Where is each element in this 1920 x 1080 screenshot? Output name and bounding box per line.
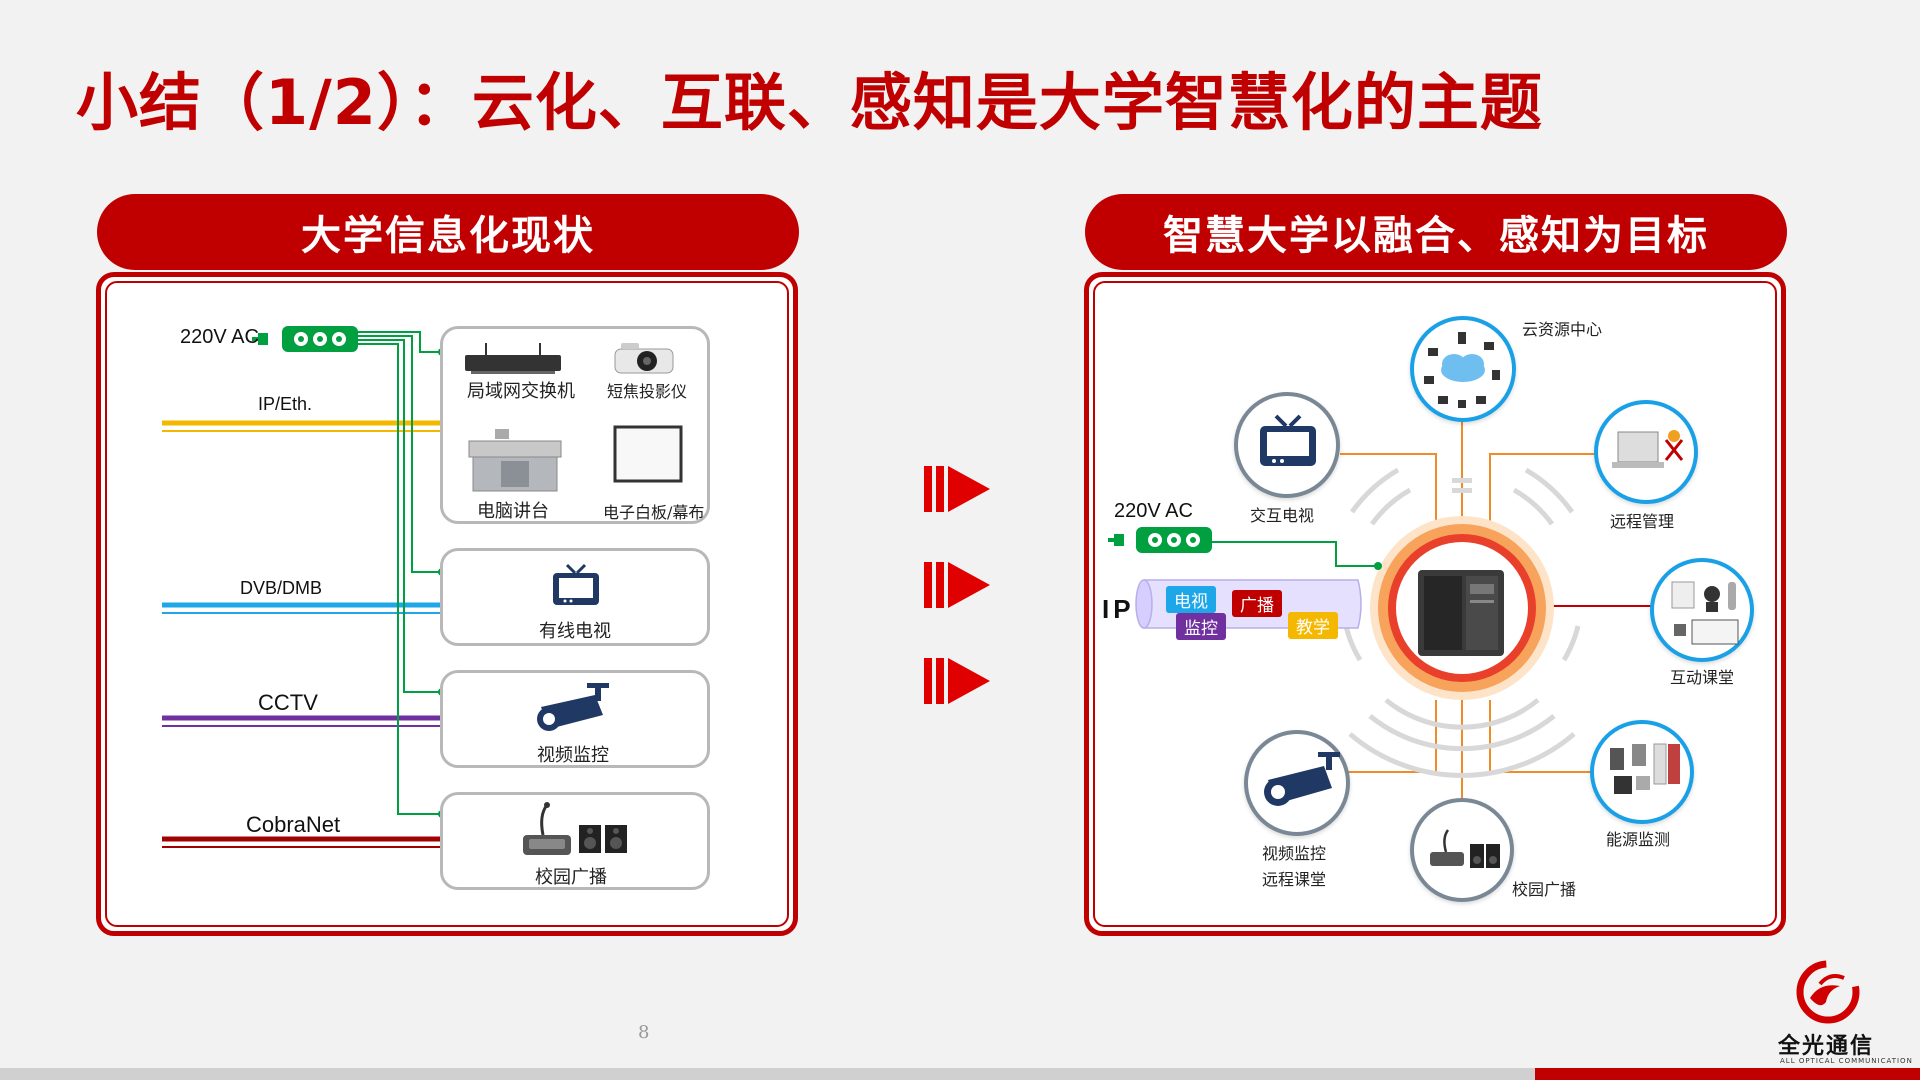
company-logo-icon bbox=[1796, 960, 1860, 1024]
interactive-classroom-label: 互动课堂 bbox=[1670, 668, 1735, 687]
tv-icon bbox=[553, 563, 599, 605]
cable-tv-box: 有线电视 bbox=[440, 548, 710, 646]
energy-monitoring-label: 能源监测 bbox=[1606, 830, 1671, 849]
video-surveillance-label: 视频监控 bbox=[537, 745, 609, 766]
ip-tube-label: IP bbox=[1102, 594, 1135, 624]
switch-icon bbox=[465, 343, 561, 374]
laptop-icon bbox=[1612, 430, 1684, 468]
campus-broadcast-node bbox=[1410, 798, 1514, 902]
cobranet-line-label: CobraNet bbox=[246, 812, 341, 837]
arrow-icon bbox=[924, 466, 990, 512]
footer-bar bbox=[0, 1068, 1920, 1080]
cctv-line-label: CCTV bbox=[258, 690, 318, 715]
power-wire-4 bbox=[356, 343, 442, 815]
left-power-label: 220V AC bbox=[180, 326, 259, 348]
microphone-icon bbox=[523, 802, 571, 855]
pill-tv: 电视 bbox=[1166, 586, 1216, 613]
projector-label: 短焦投影仪 bbox=[607, 382, 688, 401]
energy-monitoring-node bbox=[1590, 720, 1694, 824]
campus-broadcast-label: 校园广播 bbox=[535, 867, 607, 888]
switch-label: 局域网交换机 bbox=[467, 381, 575, 402]
power-wire-2 bbox=[356, 335, 442, 573]
broadcast-icon bbox=[1430, 829, 1500, 868]
whiteboard-label: 电子白板/幕布 bbox=[603, 503, 705, 522]
power-wire-3 bbox=[356, 339, 442, 693]
page-title: 小结（1/2）：云化、互联、感知是大学智慧化的主题 bbox=[76, 66, 1543, 139]
campus-broadcast-node-label: 校园广播 bbox=[1512, 880, 1577, 899]
video-surveillance-node-label-1: 视频监控 bbox=[1262, 844, 1327, 863]
power-strip-icon bbox=[1108, 527, 1212, 553]
footer-accent-bar bbox=[1535, 1068, 1920, 1080]
company-logo-name: 全光通信 bbox=[1778, 1034, 1875, 1059]
cloud-center-label: 云资源中心 bbox=[1522, 320, 1603, 339]
right-power-label: 220V AC bbox=[1114, 500, 1193, 522]
company-logo-subtitle: ALL OPTICAL COMMUNICATION bbox=[1780, 1057, 1913, 1065]
cable-tv-label: 有线电视 bbox=[539, 621, 611, 642]
campus-broadcast-box: 校园广播 bbox=[440, 792, 710, 890]
speaker-icon bbox=[579, 825, 627, 853]
classroom-devices-box: 局域网交换机 短焦投影仪 电脑讲台 电子白板/幕布 bbox=[440, 326, 710, 524]
podium-label: 电脑讲台 bbox=[477, 501, 549, 522]
video-surveillance-node bbox=[1244, 730, 1350, 836]
dvb-line-label: DVB/DMB bbox=[240, 578, 323, 598]
pill-broadcast: 广播 bbox=[1232, 590, 1282, 617]
video-surveillance-box: 视频监控 bbox=[440, 670, 710, 768]
remote-management-label: 远程管理 bbox=[1610, 512, 1675, 531]
pill-teaching: 教学 bbox=[1288, 612, 1338, 639]
energy-meter-icon bbox=[1610, 743, 1680, 794]
cloud-center-node bbox=[1410, 316, 1516, 422]
arrow-icon bbox=[924, 658, 990, 704]
left-panel-inner-border bbox=[105, 281, 789, 927]
right-panel-header-text: 智慧大学以融合、感知为目标 bbox=[1163, 213, 1709, 259]
left-panel-header: 大学信息化现状 bbox=[97, 194, 799, 270]
ip-line-label: IP/Eth. bbox=[258, 394, 313, 414]
hub-device-icon bbox=[1418, 570, 1504, 656]
power-wire-1 bbox=[356, 331, 442, 353]
video-surveillance-node-label-2: 远程课堂 bbox=[1262, 870, 1327, 889]
camera-icon bbox=[1264, 752, 1340, 806]
right-panel-inner-border bbox=[1093, 281, 1777, 927]
arrow-icon bbox=[924, 562, 990, 608]
interactive-classroom-node bbox=[1650, 558, 1754, 662]
whiteboard-icon bbox=[613, 425, 683, 483]
pill-surveillance: 监控 bbox=[1176, 613, 1226, 640]
right-panel-header: 智慧大学以融合、感知为目标 bbox=[1085, 194, 1787, 270]
projector-icon bbox=[614, 343, 674, 374]
podium-icon bbox=[468, 429, 562, 492]
power-strip-icon bbox=[252, 326, 358, 352]
transition-arrows bbox=[924, 466, 990, 704]
remote-management-node bbox=[1594, 400, 1698, 504]
interactive-tv-label: 交互电视 bbox=[1250, 506, 1315, 525]
interactive-tv-node bbox=[1234, 392, 1340, 498]
tv-icon bbox=[1260, 414, 1316, 466]
camera-icon bbox=[537, 683, 609, 731]
classroom-icon bbox=[1671, 581, 1739, 645]
cloud-icon bbox=[1424, 332, 1500, 408]
left-panel-header-text: 大学信息化现状 bbox=[301, 213, 595, 259]
page-number: 8 bbox=[638, 1022, 650, 1043]
